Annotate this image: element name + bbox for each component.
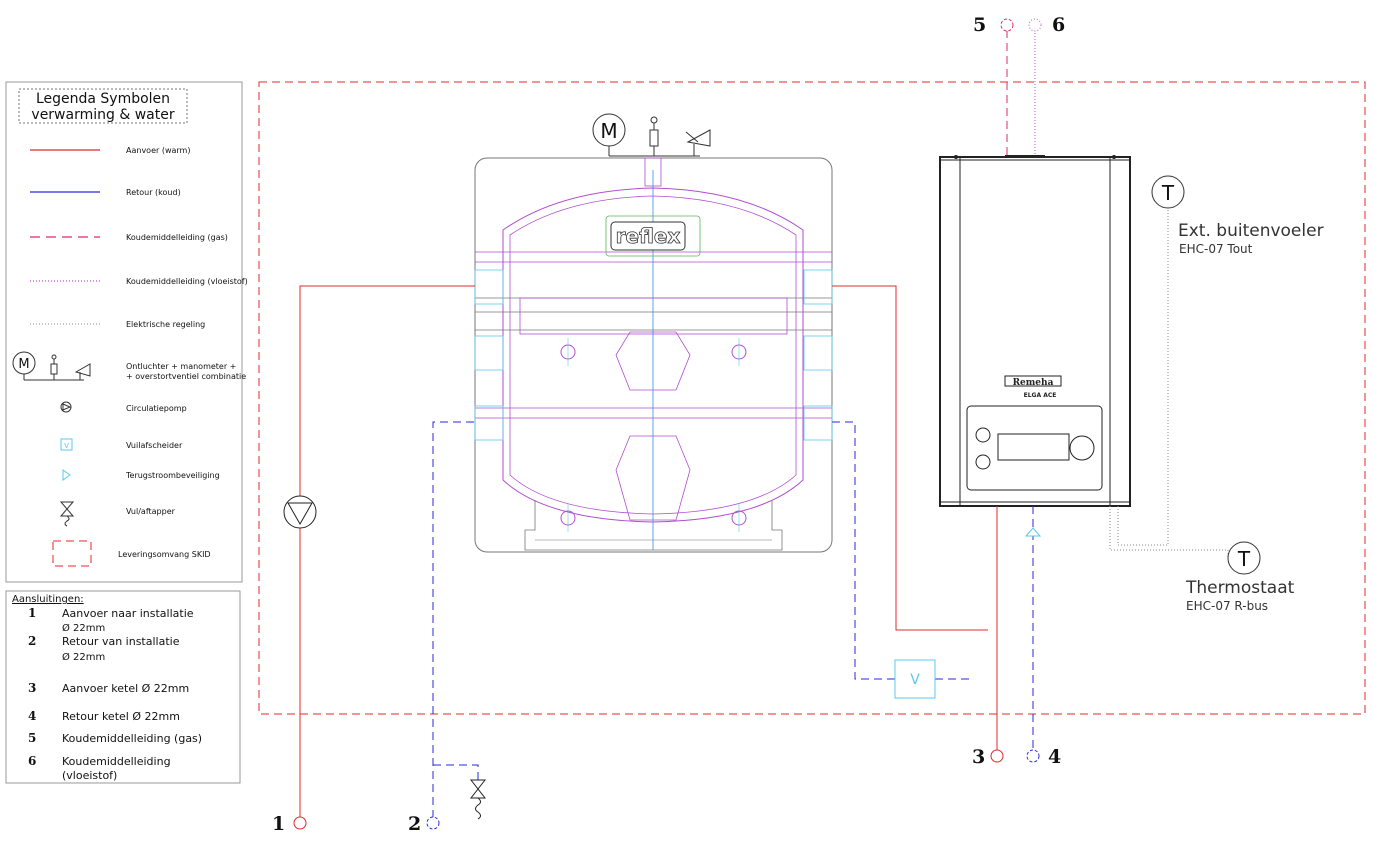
svg-text:V: V (910, 672, 920, 688)
legend-item-drain: Vul/aftapper (126, 507, 176, 516)
svg-text:5: 5 (973, 14, 986, 36)
svg-text:3: 3 (972, 746, 985, 768)
pump-icon (283, 495, 317, 529)
conn-3-line1: Aanvoer ketel Ø 22mm (62, 682, 189, 695)
thermostat-sub: EHC-07 R-bus (1186, 599, 1268, 613)
conn-1-line2: Ø 22mm (62, 622, 105, 634)
legend-item-backflow: Terugstroombeveiliging (125, 471, 220, 480)
reflex-tank: reflex (474, 157, 833, 553)
legend-item-pump: Circulatiepomp (126, 404, 187, 413)
conn-num-5: 5 (28, 731, 36, 745)
tank-brand: reflex (616, 224, 681, 248)
conn-num-2: 2 (28, 634, 36, 648)
legend-item-supply: Aanvoer (warm) (126, 146, 190, 155)
boiler-unit: Remeha ELGA ACE (939, 155, 1131, 507)
legend-item-combo-2: + overstortventiel combinatie (126, 372, 246, 381)
legend-drain-icon (59, 501, 75, 527)
conn-6-line1: Koudemiddelleiding (62, 755, 171, 768)
legend-skid-icon (52, 540, 92, 567)
boiler-button-bottom (975, 454, 991, 470)
legend-backflow-icon (62, 469, 71, 481)
conn-num-1: 1 (28, 606, 36, 620)
connection-point-1: 1 (272, 813, 307, 835)
supply-pipes (299, 285, 998, 818)
conn-6-line2: (vloeistof) (62, 769, 117, 782)
legend-title-1: Legenda Symbolen (36, 91, 170, 107)
legend-filter-icon: V (60, 438, 73, 451)
boiler-button-top (975, 427, 991, 443)
boiler-brand: Remeha (1013, 378, 1054, 388)
tank-combo-icon: M (592, 113, 711, 157)
boiler-display (997, 433, 1070, 461)
conn-num-3: 3 (28, 681, 36, 695)
legend-item-gas: Koudemiddelleiding (gas) (126, 233, 228, 242)
svg-text:1: 1 (272, 813, 285, 835)
svg-text:T: T (1237, 547, 1251, 571)
legend-pump-icon (60, 401, 72, 413)
svg-text:M: M (600, 119, 617, 143)
backflow-preventer-icon (1024, 527, 1042, 537)
legend-item-filter: Vuilafscheider (126, 441, 183, 450)
connection-point-5: 5 (973, 14, 1014, 36)
svg-text:T: T (1161, 181, 1175, 205)
connection-point-6: 6 (1028, 14, 1065, 36)
thermostat-icon: T (1227, 541, 1261, 575)
boiler-knob (1069, 435, 1095, 461)
skid-boundary (258, 81, 1366, 715)
conn-1-line1: Aanvoer naar installatie (62, 607, 194, 620)
connection-point-3: 3 (972, 746, 1004, 768)
conn-2-line2: Ø 22mm (62, 651, 105, 663)
connections-panel: Aansluitingen: 1 Aanvoer naar installati… (5, 590, 241, 784)
outdoor-sensor-icon: T (1151, 175, 1185, 209)
outdoor-sensor-title: Ext. buitenvoeler (1178, 221, 1324, 241)
svg-text:V: V (64, 442, 69, 450)
conn-2-line1: Retour van installatie (62, 635, 180, 648)
svg-text:6: 6 (1052, 14, 1065, 36)
legend-item-combo-1: Ontluchter + manometer + (126, 362, 236, 371)
conn-4-line1: Retour ketel Ø 22mm (62, 710, 180, 723)
dirt-separator-icon: V (894, 659, 936, 699)
svg-text:2: 2 (408, 813, 421, 835)
legend-item-control: Elektrische regeling (126, 320, 205, 329)
connection-point-4: 4 (1026, 746, 1061, 768)
thermostat-title: Thermostaat (1185, 578, 1295, 598)
legend-combo-icon: M (12, 351, 91, 381)
svg-text:M: M (18, 357, 29, 372)
legend-panel: Legenda Symbolen verwarming & water Aanv… (5, 81, 248, 583)
boiler-model: ELGA ACE (1024, 392, 1057, 399)
outdoor-sensor-sub: EHC-07 Tout (1179, 242, 1253, 256)
legend-item-return: Retour (koud) (126, 188, 181, 197)
return-pipes (432, 421, 1034, 818)
legend-title-2: verwarming & water (31, 107, 174, 123)
drain-valve-icon (469, 779, 487, 820)
svg-text:4: 4 (1048, 746, 1061, 768)
connection-point-2: 2 (408, 813, 440, 835)
conn-num-4: 4 (28, 709, 36, 723)
conn-5-line1: Koudemiddelleiding (gas) (62, 732, 202, 745)
legend-item-liquid: Koudemiddelleiding (vloeistof) (126, 277, 248, 286)
connections-title: Aansluitingen: (12, 594, 84, 605)
conn-num-6: 6 (28, 754, 36, 768)
legend-item-skid: Leveringsomvang SKID (118, 550, 211, 559)
